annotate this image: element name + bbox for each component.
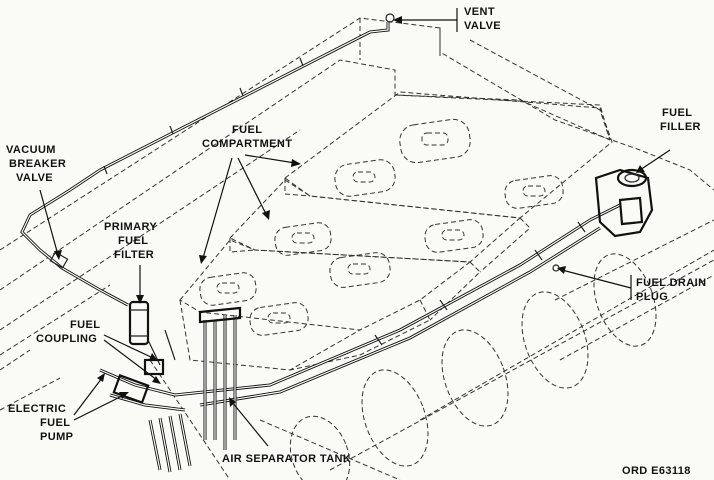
figure-reference-number: ORD E63118	[622, 465, 691, 477]
label-vacuum-breaker-valve: VACUUM BREAKER VALVE	[6, 144, 66, 184]
label-line: FUEL DRAIN	[636, 277, 706, 289]
label-line: PLUG	[636, 291, 668, 303]
label-fuel-coupling: FUEL COUPLING	[36, 319, 100, 345]
label-electric-fuel-pump: ELECTRIC FUEL PUMP	[8, 403, 73, 443]
label-fuel-compartment: FUEL COMPARTMENT	[202, 124, 292, 150]
label-line: VACUUM	[6, 144, 56, 156]
label-line: FILLER	[660, 121, 701, 133]
access-panel	[399, 118, 471, 164]
label-vent-valve: VENT VALVE	[464, 6, 501, 32]
access-panel	[334, 159, 396, 197]
label-fuel-drain-plug: FUEL DRAIN PLUG	[636, 277, 706, 303]
label-air-separator-tank: AIR SEPARATOR TANK	[222, 453, 351, 465]
fuel-compartment	[179, 91, 613, 371]
air-separator-tank-part	[198, 306, 242, 450]
access-panel	[274, 222, 332, 256]
label-fuel-filler: FUEL FILLER	[660, 107, 701, 133]
primary-fuel-filter-part	[128, 300, 150, 346]
label-line: COMPARTMENT	[202, 138, 292, 150]
label-line: VALVE	[464, 20, 501, 32]
label-line: FUEL	[70, 319, 100, 331]
label-line: VALVE	[16, 172, 53, 184]
vent-line	[20, 13, 395, 307]
label-line: FILTER	[114, 249, 154, 261]
access-panel	[424, 219, 484, 253]
fuel-coupling-part	[143, 358, 165, 376]
vacuum-breaker-valve-part	[49, 251, 69, 269]
label-line: PUMP	[40, 431, 73, 443]
label-line: FUEL	[118, 235, 148, 247]
fuel-pump-cluster	[99, 329, 192, 473]
label-line: FUEL	[40, 417, 70, 429]
label-line: FUEL	[662, 107, 692, 119]
leader-lines	[39, 8, 671, 447]
label-line: ELECTRIC	[8, 403, 66, 415]
electric-fuel-pump-part	[112, 374, 150, 404]
supply-line	[174, 203, 621, 407]
label-line: PRIMARY	[104, 221, 157, 233]
access-panel	[199, 272, 257, 306]
label-line: AIR SEPARATOR TANK	[222, 453, 351, 465]
label-line: FUEL	[232, 124, 262, 136]
label-primary-fuel-filter: PRIMARY FUEL FILTER	[104, 221, 157, 261]
access-panel	[329, 252, 391, 288]
label-line: VENT	[464, 6, 495, 18]
access-panel	[504, 175, 564, 209]
vent-valve-part	[385, 13, 395, 23]
road-wheels	[289, 253, 657, 480]
hull-outline	[0, 17, 714, 480]
label-line: BREAKER	[9, 158, 66, 170]
access-panel	[249, 302, 309, 336]
label-line: COUPLING	[36, 333, 97, 345]
fuel-filler-assembly	[552, 168, 654, 272]
